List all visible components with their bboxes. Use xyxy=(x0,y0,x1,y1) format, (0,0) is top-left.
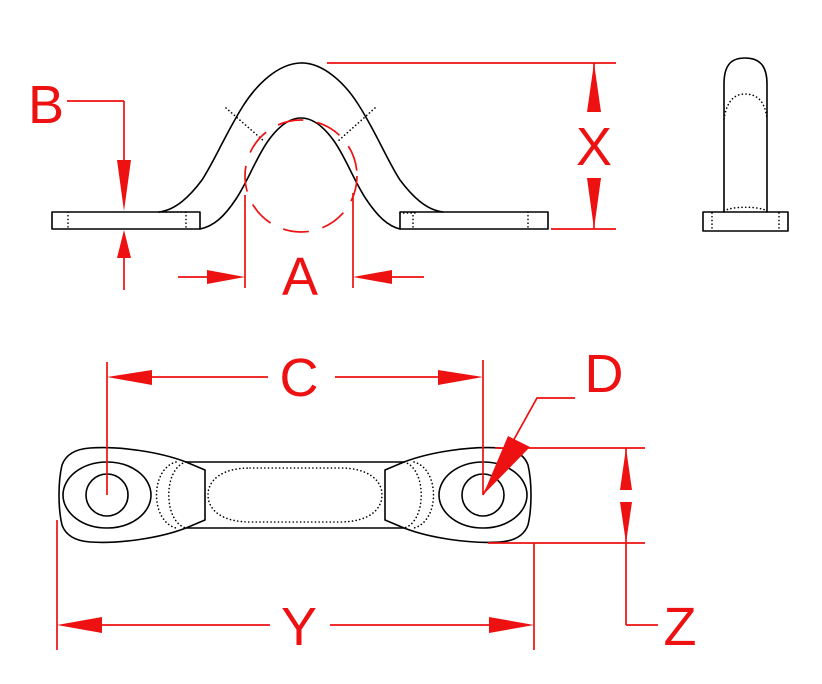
right-base-flange xyxy=(399,211,549,230)
dimension-a: A xyxy=(178,193,424,307)
dim-y-label: Y xyxy=(281,597,317,657)
dim-c-arrow-right xyxy=(438,370,483,385)
dim-d-label: D xyxy=(585,344,624,404)
arch-inner-profile xyxy=(199,117,401,230)
dimension-b: B xyxy=(28,75,131,290)
dim-b-arrow-top xyxy=(117,160,131,211)
saddle-hidden-right-arc-inner xyxy=(413,461,435,529)
dim-c-arrow-left xyxy=(107,370,152,385)
dimension-z: Z xyxy=(488,447,697,657)
right-flange-hidden-corner xyxy=(399,211,419,229)
dim-z-arrow-bottom xyxy=(620,502,632,543)
hidden-bore-circle-shape xyxy=(244,119,358,233)
left-pad-outline xyxy=(58,446,206,544)
left-base-flange xyxy=(51,211,201,230)
saddle-hidden-left-arc xyxy=(168,461,187,529)
arch-hidden-edges xyxy=(225,107,376,143)
arch-hidden-left-edge xyxy=(225,107,266,143)
side-upright-profile xyxy=(723,57,768,213)
dim-z-arrow-top xyxy=(620,448,632,490)
dim-y-arrow-right xyxy=(489,617,534,633)
dim-x-label: X xyxy=(576,117,612,177)
saddle-hidden-left-arc-inner xyxy=(155,461,177,529)
dimension-y: Y xyxy=(56,520,535,657)
dim-b-label: B xyxy=(28,75,64,135)
dimension-d: D xyxy=(482,344,624,496)
right-flange-outline xyxy=(399,211,549,230)
dim-c-label: C xyxy=(280,348,319,408)
dim-a-label: A xyxy=(282,247,318,307)
front-elevation-view: B A xyxy=(28,62,616,307)
dim-b-arrow-bottom xyxy=(117,230,131,258)
dim-x-arrow-top xyxy=(587,63,601,112)
side-hidden-top-arc xyxy=(723,93,768,120)
dim-z-label: Z xyxy=(664,597,697,657)
arch-outer-line xyxy=(158,62,444,213)
saddle-hidden-right-arc xyxy=(403,461,422,529)
dim-d-arrow xyxy=(483,436,530,495)
dim-y-arrow-left xyxy=(57,617,102,633)
saddle-hidden-bore xyxy=(207,467,383,523)
dim-a-arrow-right xyxy=(353,270,392,284)
dim-x-arrow-bottom xyxy=(587,178,601,229)
hidden-bore-circle xyxy=(244,119,358,233)
arch-hidden-right-edge xyxy=(336,107,376,143)
dimension-c: C xyxy=(106,348,484,495)
arch-inner-line xyxy=(199,117,401,230)
dimension-x: X xyxy=(327,62,616,230)
arch-outer-profile xyxy=(158,62,444,213)
left-flange-hidden-corner xyxy=(158,211,187,229)
side-elevation-view xyxy=(702,57,789,232)
dim-a-arrow-left xyxy=(207,270,245,284)
side-base-plate xyxy=(702,211,789,232)
plan-top-view: C D Z xyxy=(56,344,697,657)
left-flange-outline xyxy=(51,211,201,230)
side-hidden-bottom-arc xyxy=(723,206,768,212)
